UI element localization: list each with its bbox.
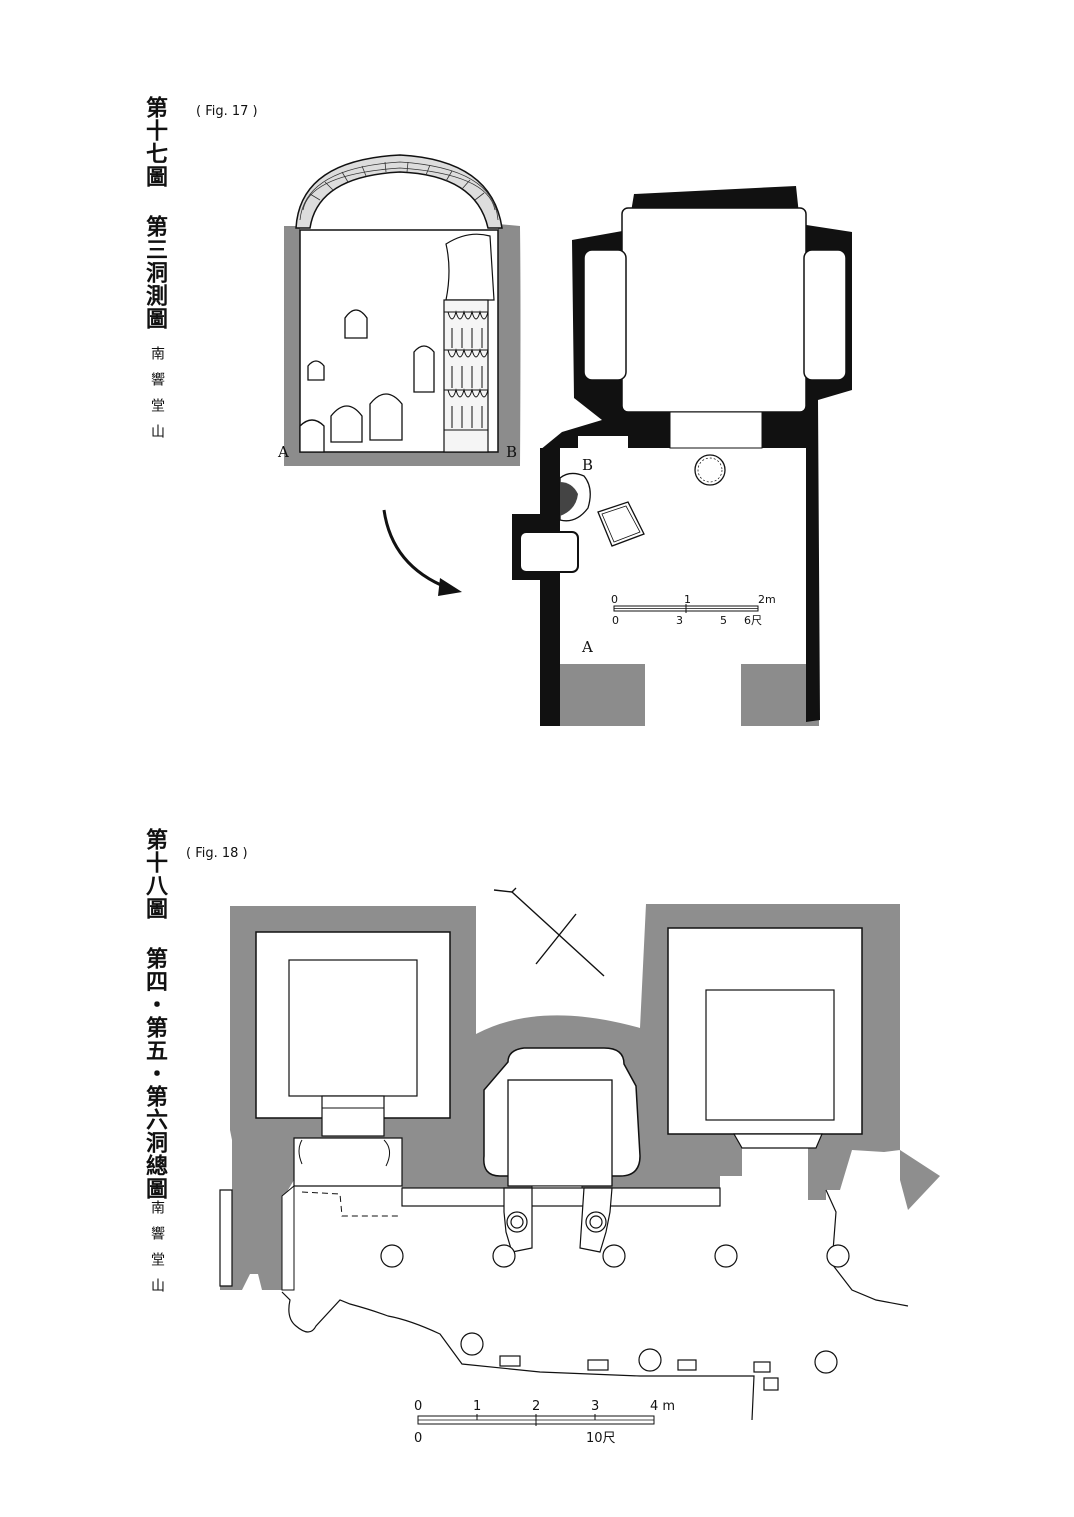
fig17-scale-c5: 5 [720,614,727,627]
fig18-label: ( Fig. 18 ) [186,846,248,861]
fig18-scale-c0: 0 [414,1431,422,1446]
fig17-scale-m1: 1 [684,593,691,606]
fig17-title: 第十七圖 第三洞測圖 [142,96,168,330]
fig18-scale-m0: 0 [414,1399,422,1414]
fig17-scale-c6: 6尺 [744,614,762,627]
fig18-scale-bar: 0 1 2 3 4 m 0 10尺 [414,1399,675,1446]
fig17-arrow [382,509,462,596]
fig18-scale-m4: 4 m [650,1399,675,1414]
fig17-scale-c0: 0 [612,614,619,627]
fig18-location: 南響堂山 [149,1200,165,1304]
fig17-plan: B A 0 1 2m 0 3 5 6尺 [512,186,852,726]
fig18-scale-m3: 3 [591,1399,599,1414]
fig18-title: 第十八圖 第四・第五・第六洞總圖 [142,828,168,1200]
fig17-scale-m0: 0 [611,593,618,606]
fig17-scale-m2: 2m [758,593,776,606]
fig18-scale-c10: 10尺 [586,1431,616,1446]
fig17-label: ( Fig. 17 ) [196,104,258,119]
fig17-section: A B [277,154,521,466]
fig17-section-point-a: A [277,443,289,461]
fig18-scale-m1: 1 [473,1399,481,1414]
fig17-section-point-b: B [506,443,517,461]
fig17-scale-bar: 0 1 2m 0 3 5 6尺 [611,593,776,627]
fig18-scale-m2: 2 [532,1399,540,1414]
fig17-plan-point-a: A [581,638,593,656]
fig18-plan: 0 1 2 3 4 m 0 10尺 [219,887,940,1446]
fig17-plan-point-b: B [582,456,593,474]
fig17-location: 南響堂山 [149,346,165,450]
fig17-scale-c3: 3 [676,614,683,627]
